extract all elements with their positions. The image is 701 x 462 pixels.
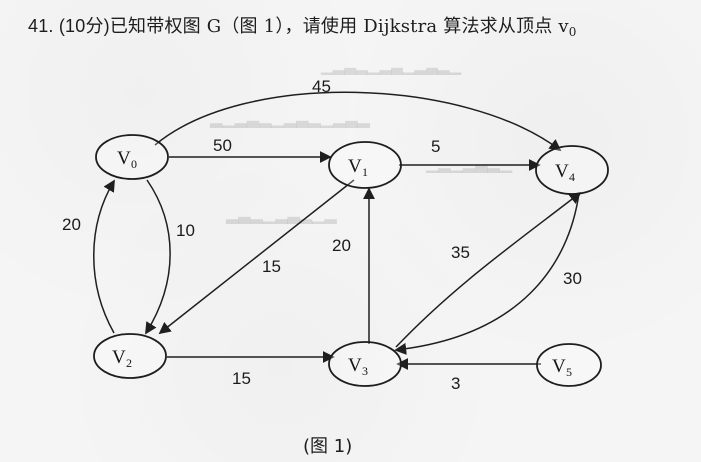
node-v3-subscript: 3 [362,364,368,378]
edge-weight-v1-v2: 15 [262,257,281,276]
node-v4-subscript: 4 [569,170,575,184]
node-v5: V 5 [536,343,602,387]
edge-weight-v0-v1: 50 [213,136,232,155]
node-v0-subscript: 0 [131,157,137,171]
node-v2: V 2 [93,333,167,379]
edge-v1-v2: 15 [158,179,355,335]
edge-v4-v3: 30 [394,192,582,355]
node-v4: V 4 [535,145,609,195]
edge-v2-v0: 20 [62,179,115,334]
edge-weight-v4-v3: 30 [563,269,582,288]
node-v2-subscript: 2 [126,356,132,370]
node-v0: V 0 [95,134,169,180]
edge-v5-v3: 3 [396,358,541,393]
question-text: 41. (10分)已知带权图 G（图 1），请使用 Dijkstra 算法求从顶… [28,12,577,39]
edge-weight-v0-v4: 45 [312,77,331,96]
node-v4-label: V [555,161,569,182]
bleed-through-text: ▁▂▃▂▁▂▃▁▂▃▂▁ [321,56,462,75]
node-v3-label: V [348,355,362,376]
bleed-through-text: ▁▂▁▂▃▂▁ [426,154,513,173]
question-subscript: 0 [568,25,577,39]
edge-weight-v1-v4: 5 [431,137,440,156]
edge-v0-v2: 10 [145,179,195,335]
edge-weight-v3-v4: 35 [451,243,470,262]
bleed-through-text: ▂▃▂▁▂▃▂▁▂ [226,205,337,224]
bleed-through-text: ▂▁▂▃▂▁▂▃▂▁▂▃▂ [210,109,370,128]
edge-v3-v1: 20 [332,187,375,344]
edge-weight-v5-v3: 3 [451,374,460,393]
edge-v0-v1: 50 [169,136,332,163]
node-v1-label: V [348,156,362,177]
edge-v1-v4: 5 [399,137,541,171]
node-v5-subscript: 5 [566,365,572,379]
edge-weight-v3-v1: 20 [332,236,351,255]
edge-v0-v4: 45 [154,77,562,152]
node-v0-label: V [117,148,131,169]
edge-v3-v4: 35 [395,191,582,348]
node-v1: V 1 [328,141,402,189]
edge-weight-v2-v0: 20 [62,215,81,234]
figure-caption: (图 1) [303,436,353,457]
edge-weight-v0-v2: 10 [176,221,195,240]
question-number: 41. [28,16,59,36]
node-v2-label: V [112,347,126,368]
node-v5-label: V [552,356,566,377]
question-score: (10分) [58,16,110,36]
edge-v2-v3: 15 [167,351,335,388]
question-body: 已知带权图 G（图 1），请使用 Dijkstra 算法求从顶点 v [109,16,569,37]
edge-weight-v2-v3: 15 [232,369,251,388]
node-v1-subscript: 1 [362,165,368,179]
node-v3: V 3 [328,341,402,387]
